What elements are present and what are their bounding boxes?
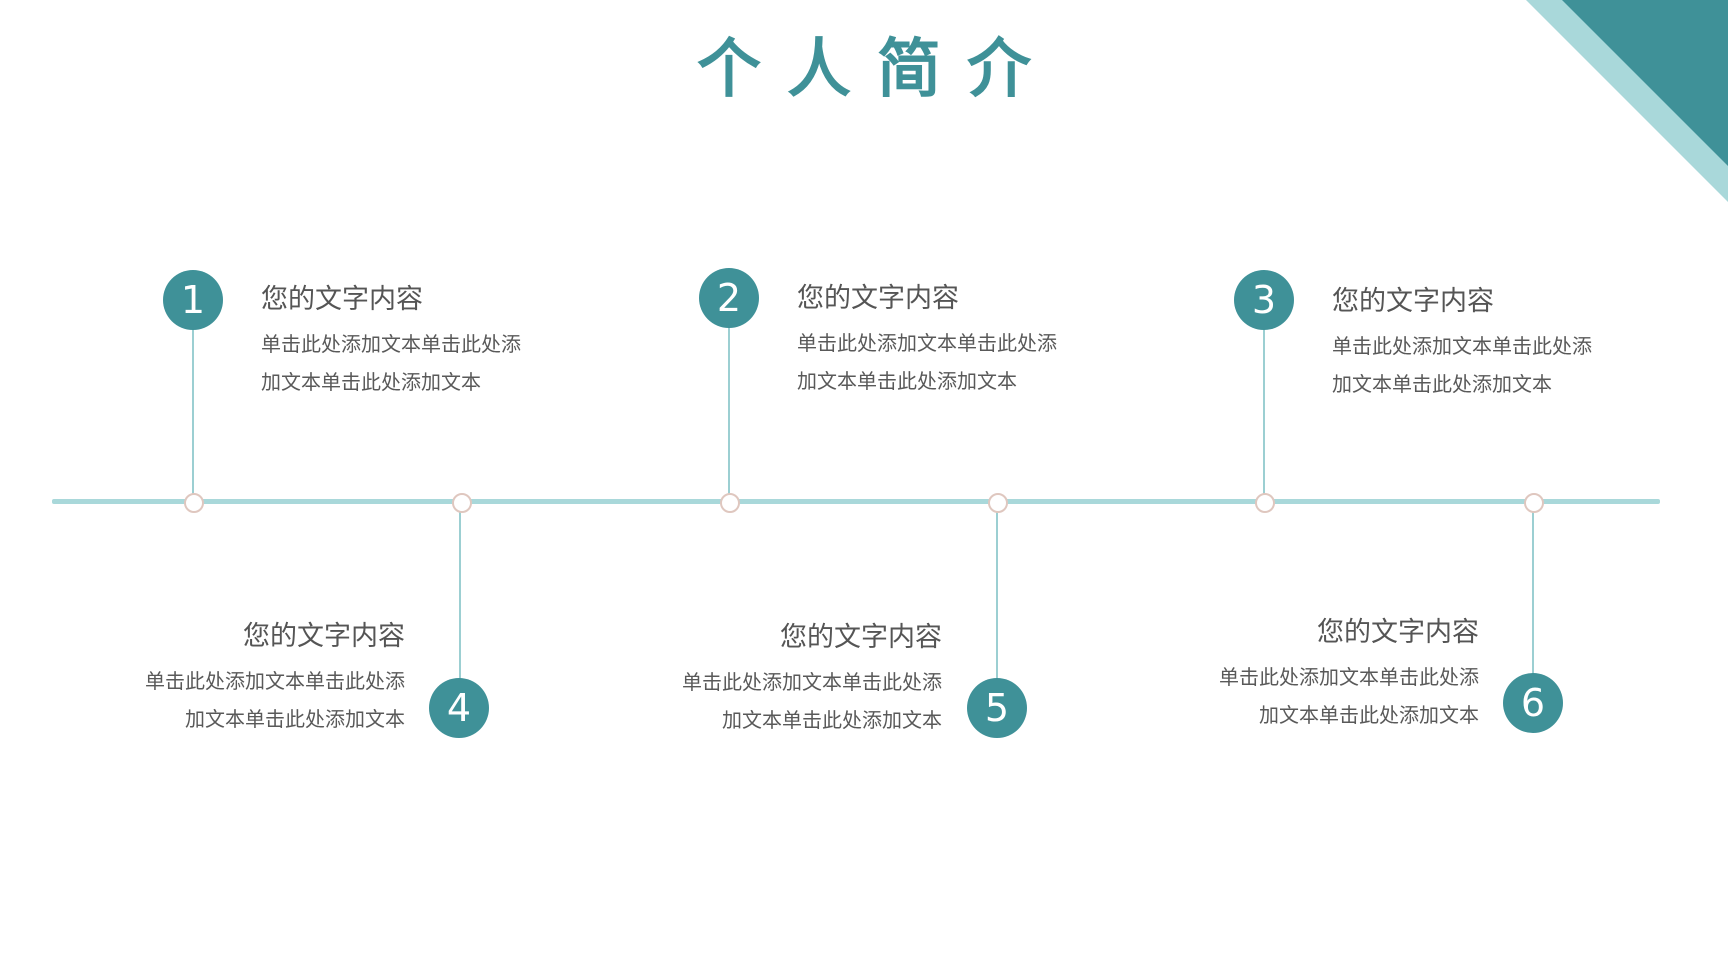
step-badge-2: 2: [699, 268, 759, 328]
item-heading-3: 您的文字内容: [1332, 286, 1494, 317]
connector-6: [1532, 502, 1534, 703]
text-block-5: 您的文字内容 单击此处添加文本单击此处添 加文本单击此处添加文本: [622, 621, 942, 739]
item-heading-4: 您的文字内容: [243, 621, 405, 652]
item-desc-line1-2: 单击此处添加文本单击此处添: [797, 331, 1057, 355]
connector-1: [192, 300, 194, 502]
connector-4: [459, 502, 461, 708]
timeline-axis: [52, 499, 1660, 504]
timeline-node-2: [720, 493, 740, 513]
item-desc-line1-4: 单击此处添加文本单击此处添: [145, 669, 405, 693]
item-desc-line1-3: 单击此处添加文本单击此处添: [1332, 334, 1592, 358]
step-badge-5: 5: [967, 678, 1027, 738]
connector-5: [996, 502, 998, 708]
text-block-1: 您的文字内容 单击此处添加文本单击此处添 加文本单击此处添加文本: [261, 283, 581, 401]
timeline-node-6: [1524, 493, 1544, 513]
step-badge-1: 1: [163, 270, 223, 330]
text-block-3: 您的文字内容 单击此处添加文本单击此处添 加文本单击此处添加文本: [1332, 285, 1652, 403]
item-heading-2: 您的文字内容: [797, 283, 959, 314]
page-title: 个人简介: [697, 33, 1057, 107]
item-desc-line2-3: 加文本单击此处添加文本: [1332, 372, 1552, 396]
step-badge-6: 6: [1503, 673, 1563, 733]
item-desc-line2-1: 加文本单击此处添加文本: [261, 370, 481, 394]
item-desc-line1-1: 单击此处添加文本单击此处添: [261, 332, 521, 356]
item-desc-line2-4: 加文本单击此处添加文本: [185, 707, 405, 731]
item-desc-line2-2: 加文本单击此处添加文本: [797, 369, 1017, 393]
item-desc-line2-5: 加文本单击此处添加文本: [722, 708, 942, 732]
item-heading-6: 您的文字内容: [1317, 617, 1479, 648]
text-block-2: 您的文字内容 单击此处添加文本单击此处添 加文本单击此处添加文本: [797, 282, 1117, 400]
text-block-4: 您的文字内容 单击此处添加文本单击此处添 加文本单击此处添加文本: [85, 620, 405, 738]
step-badge-3: 3: [1234, 270, 1294, 330]
timeline-node-4: [452, 493, 472, 513]
timeline-node-5: [988, 493, 1008, 513]
text-block-6: 您的文字内容 单击此处添加文本单击此处添 加文本单击此处添加文本: [1159, 616, 1479, 734]
connector-2: [728, 298, 730, 502]
connector-3: [1263, 300, 1265, 502]
item-heading-5: 您的文字内容: [780, 622, 942, 653]
item-heading-1: 您的文字内容: [261, 284, 423, 315]
item-desc-line1-6: 单击此处添加文本单击此处添: [1219, 665, 1479, 689]
item-desc-line2-6: 加文本单击此处添加文本: [1259, 703, 1479, 727]
timeline-node-1: [184, 493, 204, 513]
step-badge-4: 4: [429, 678, 489, 738]
timeline-node-3: [1255, 493, 1275, 513]
item-desc-line1-5: 单击此处添加文本单击此处添: [682, 670, 942, 694]
